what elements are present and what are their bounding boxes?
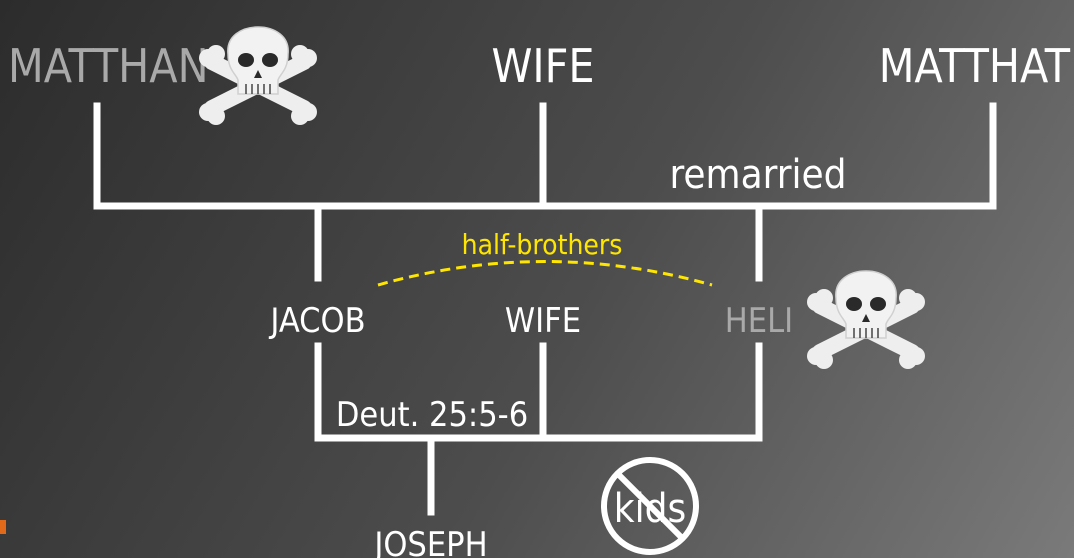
no-kids-icon: kids	[601, 457, 699, 555]
wife-top-label: WIFE	[491, 39, 594, 93]
jacob-label: JACOB	[268, 301, 365, 341]
joseph-label: JOSEPH	[372, 525, 487, 558]
half-brothers-arc	[377, 260, 713, 287]
deut-reference-label: Deut. 25:5-6	[336, 395, 528, 435]
heli-label: HELI	[725, 301, 793, 341]
tree-lines	[93, 102, 997, 516]
slide-accent-mark	[0, 520, 6, 534]
remarried-label: remarried	[669, 152, 846, 198]
wife-mid-label: WIFE	[505, 301, 581, 341]
skull-crossbones-icon	[199, 27, 317, 125]
skull-crossbones-icon	[807, 271, 925, 369]
matthat-label: MATTHAT	[879, 39, 1071, 93]
matthan-label: MATTHAN	[8, 39, 209, 93]
half-brothers-label: half-brothers	[462, 228, 623, 261]
